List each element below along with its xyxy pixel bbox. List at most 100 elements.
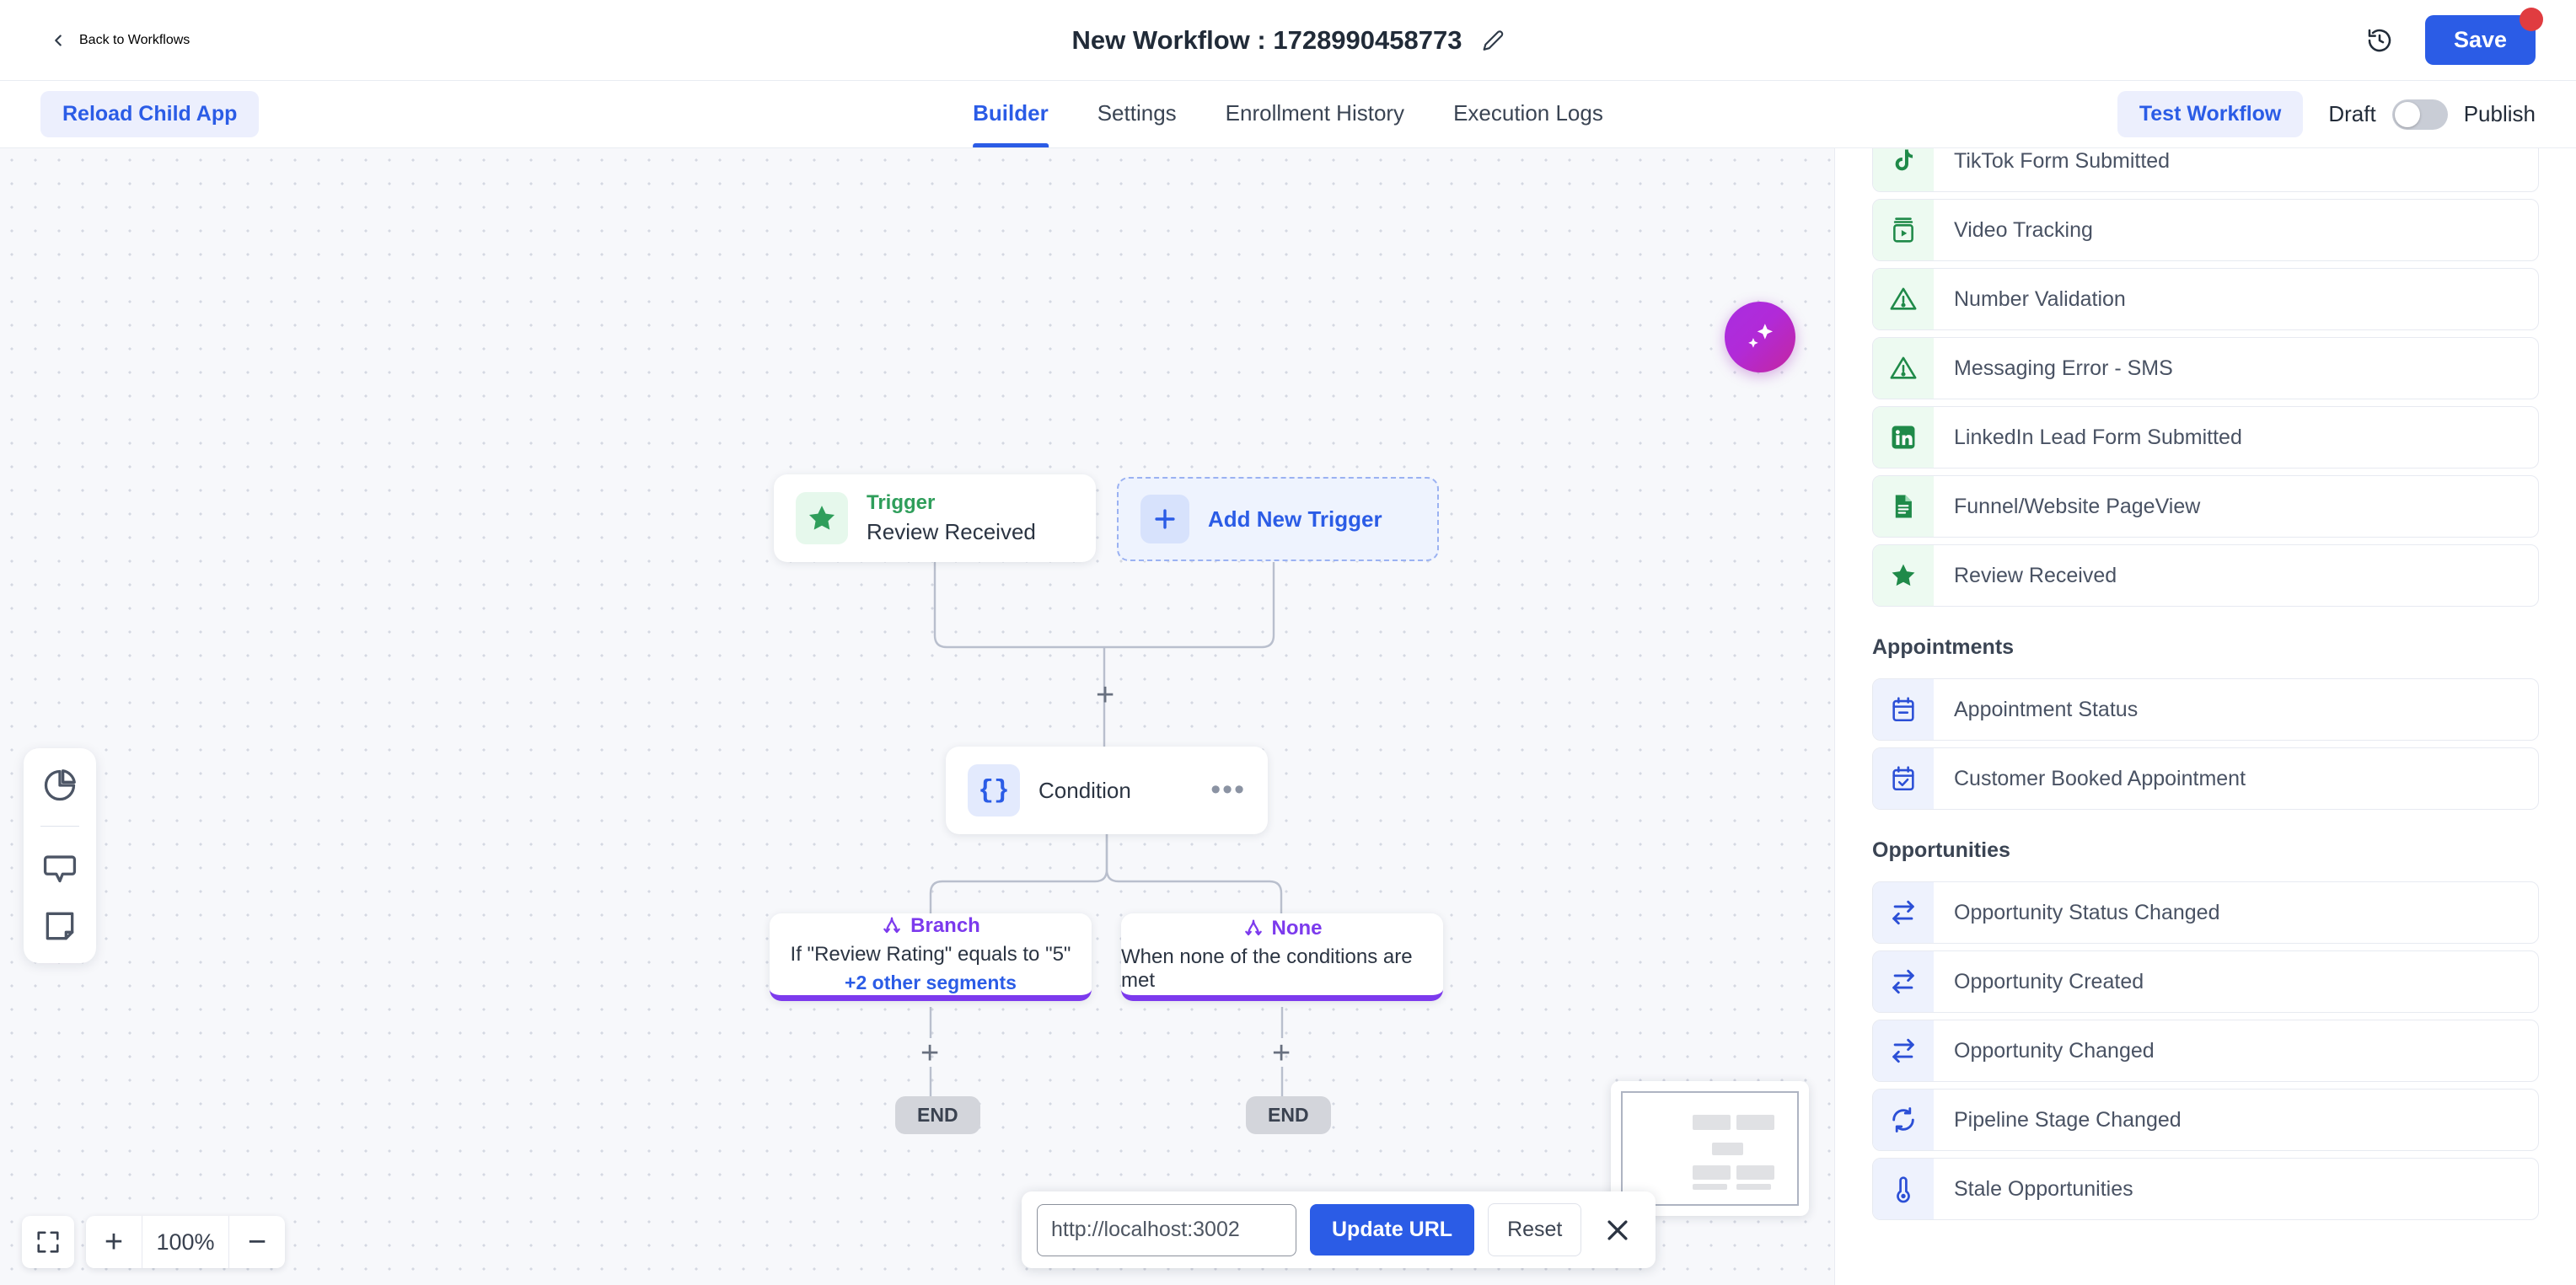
back-to-workflows-label: Back to Workflows (79, 32, 191, 47)
add-new-trigger-button[interactable]: Add New Trigger (1117, 477, 1439, 561)
ai-assistant-button[interactable] (1725, 302, 1795, 372)
zoom-level-value: 100% (142, 1216, 229, 1268)
minimap[interactable] (1611, 1081, 1809, 1216)
update-url-button[interactable]: Update URL (1310, 1204, 1475, 1256)
body: Trigger Review Received Add New Trigger … (0, 148, 2576, 1285)
list-item-opportunity-changed[interactable]: Opportunity Changed (1872, 1020, 2539, 1082)
note-icon[interactable] (41, 908, 78, 945)
list-item-opportunity-status-changed[interactable]: Opportunity Status Changed (1872, 881, 2539, 944)
top-bar: Back to Workflows New Workflow : 1728990… (0, 0, 2576, 81)
row-icon-box (1873, 545, 1934, 606)
list-item-video-tracking[interactable]: Video Tracking (1872, 199, 2539, 261)
minimap-node (1692, 1115, 1731, 1130)
swap-arrows-icon (1892, 1038, 1914, 1063)
branch-title: Branch (910, 914, 980, 937)
save-button[interactable]: Save (2424, 15, 2536, 65)
list-item-number-validation[interactable]: Number Validation (1872, 268, 2539, 330)
add-step-plus-branch-none[interactable]: + (1272, 1036, 1291, 1071)
linkedin-icon (1892, 426, 1915, 449)
branch-node-none[interactable]: None When none of the conditions are met (1121, 913, 1443, 1001)
row-icon-box (1873, 200, 1934, 260)
comment-icon[interactable] (41, 849, 78, 886)
dev-url-bar: Update URL Reset (1022, 1191, 1656, 1268)
list-item-tiktok-form-submitted[interactable]: TikTok Form Submitted (1872, 148, 2539, 192)
tab-execution-logs[interactable]: Execution Logs (1453, 100, 1603, 126)
list-item-label: Stale Opportunities (1954, 1176, 2133, 1201)
list-item-review-received[interactable]: Review Received (1872, 544, 2539, 607)
minimap-node (1711, 1143, 1743, 1155)
fit-to-screen-button[interactable] (22, 1216, 74, 1268)
row-icon-box (1873, 882, 1934, 943)
branch-icon (883, 917, 900, 934)
add-step-plus-branch-match[interactable]: + (920, 1036, 940, 1071)
row-icon-box (1873, 1090, 1934, 1150)
list-item-label: Opportunity Status Changed (1954, 900, 2220, 924)
trigger-library-scroll: TikTok Form Submitted Video Tracking Num… (1872, 148, 2539, 1285)
branch-node-match[interactable]: Branch If "Review Rating" equals to "5" … (770, 913, 1092, 1001)
zoom-in-button[interactable]: + (104, 1224, 124, 1260)
reset-url-button[interactable]: Reset (1488, 1203, 1582, 1256)
list-item-appointment-status[interactable]: Appointment Status (1872, 678, 2539, 741)
close-icon[interactable] (1603, 1216, 1632, 1245)
list-item-label: LinkedIn Lead Form Submitted (1954, 425, 2242, 449)
zoom-out-button[interactable]: − (247, 1224, 267, 1260)
row-icon-box (1873, 679, 1934, 740)
tab-settings[interactable]: Settings (1097, 100, 1177, 126)
tiktok-icon (1895, 149, 1913, 171)
test-workflow-button[interactable]: Test Workflow (2117, 91, 2304, 137)
tab-enrollment-history[interactable]: Enrollment History (1225, 100, 1405, 126)
row-icon-box (1873, 148, 1934, 191)
analytics-pie-icon[interactable] (41, 767, 78, 804)
section-header-appointments: Appointments (1872, 635, 2015, 659)
add-step-plus-top[interactable]: + (1096, 677, 1115, 713)
trigger-node[interactable]: Trigger Review Received (774, 474, 1096, 562)
workflow-canvas[interactable]: Trigger Review Received Add New Trigger … (0, 148, 1834, 1285)
condition-icon-box: {} (968, 764, 1020, 817)
list-item-funnel-website-pageview[interactable]: Funnel/Website PageView (1872, 475, 2539, 538)
list-item-opportunity-created[interactable]: Opportunity Created (1872, 950, 2539, 1013)
draft-label: Draft (2328, 101, 2376, 126)
trigger-kind-label: Trigger (867, 491, 936, 514)
condition-label: Condition (1038, 777, 1131, 803)
row-icon-box (1873, 338, 1934, 399)
list-item-label: Video Tracking (1954, 217, 2093, 242)
branch-title: None (1271, 916, 1323, 940)
star-icon (808, 506, 835, 530)
curly-braces-icon: {} (978, 775, 1010, 806)
toolbar-divider (40, 826, 79, 827)
list-item-label: Opportunity Created (1954, 969, 2144, 993)
condition-menu-button[interactable]: ••• (1210, 774, 1246, 806)
warning-triangle-icon (1890, 356, 1917, 379)
minimap-node (1692, 1165, 1731, 1180)
document-icon (1895, 495, 1912, 518)
trigger-texts: Trigger Review Received (867, 491, 1036, 545)
url-input[interactable] (1037, 1203, 1296, 1256)
refresh-icon (1892, 1107, 1914, 1132)
branch-other-segments-link[interactable]: +2 other segments (845, 972, 1017, 993)
history-clock-icon[interactable] (2366, 27, 2393, 54)
branch-description: When none of the conditions are met (1121, 945, 1413, 992)
list-item-label: Customer Booked Appointment (1954, 766, 2246, 790)
unsaved-changes-badge (2520, 8, 2543, 31)
reload-child-app-button[interactable]: Reload Child App (40, 91, 260, 137)
trigger-name-label: Review Received (867, 519, 1036, 544)
trigger-library-panel[interactable]: TikTok Form Submitted Video Tracking Num… (1834, 148, 2576, 1285)
end-node-none: END (1246, 1096, 1331, 1134)
publish-label: Publish (2463, 101, 2536, 126)
canvas-left-toolbar (24, 748, 96, 963)
branch-header: Branch (881, 914, 980, 938)
list-item-customer-booked-appointment[interactable]: Customer Booked Appointment (1872, 747, 2539, 810)
tab-list: Builder Settings Enrollment History Exec… (973, 81, 1603, 147)
back-to-workflows-button[interactable]: Back to Workflows (49, 31, 190, 50)
publish-toggle[interactable] (2391, 99, 2448, 130)
list-item-linkedin-lead-form-submitted[interactable]: LinkedIn Lead Form Submitted (1872, 406, 2539, 468)
workflow-edges (929, 562, 1284, 1099)
list-item-messaging-error-sms[interactable]: Messaging Error - SMS (1872, 337, 2539, 399)
list-item-label: Pipeline Stage Changed (1954, 1107, 2182, 1132)
list-item-pipeline-stage-changed[interactable]: Pipeline Stage Changed (1872, 1089, 2539, 1151)
row-icon-box (1873, 748, 1934, 809)
pencil-icon[interactable] (1482, 29, 1504, 51)
condition-node[interactable]: {} Condition ••• (946, 747, 1268, 834)
tab-builder[interactable]: Builder (973, 81, 1049, 147)
list-item-stale-opportunities[interactable]: Stale Opportunities (1872, 1158, 2539, 1220)
